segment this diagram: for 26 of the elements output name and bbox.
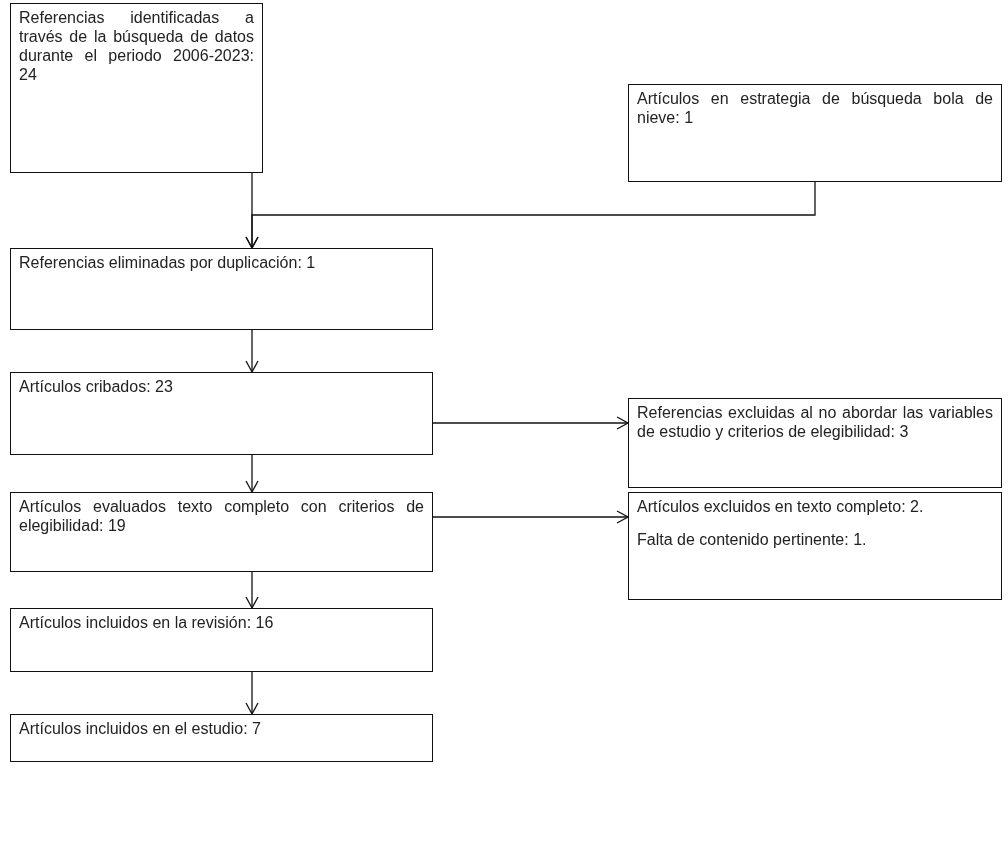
box-text: Referencias eliminadas por duplicación: 1 bbox=[19, 253, 317, 272]
box-text: Referencias identificadas a través de la búsqueda de datos durante el periodo 2006-2023: 24 bbox=[19, 8, 254, 84]
process-box bbox=[628, 84, 1002, 182]
process-box bbox=[628, 398, 1002, 488]
process-box bbox=[10, 248, 433, 330]
process-box bbox=[628, 492, 1002, 600]
box-text: Artículos cribados: 23 bbox=[19, 377, 174, 396]
arrow bbox=[432, 416, 629, 430]
box-text: Artículos incluidos en la revisión: 16 bbox=[19, 613, 275, 632]
arrow bbox=[245, 671, 259, 715]
arrow bbox=[245, 329, 259, 373]
arrow bbox=[432, 510, 629, 524]
box-text: Referencias excluidas al no abordar las variables de estudio y criterios de elegibilidad: 3 bbox=[637, 403, 993, 441]
process-box bbox=[10, 372, 433, 455]
arrow bbox=[245, 454, 259, 493]
box-text: Artículos en estrategia de búsqueda bola de nieve: 1 bbox=[637, 89, 993, 127]
box-text: Artículos excluidos en texto completo: 2. bbox=[637, 497, 925, 516]
process-box bbox=[10, 714, 433, 762]
process-box bbox=[10, 492, 433, 572]
process-box bbox=[10, 3, 263, 173]
process-box bbox=[10, 608, 433, 672]
arrow bbox=[245, 181, 816, 249]
box-text: Artículos evaluados texto completo con criterios de elegibilidad: 19 bbox=[19, 497, 424, 535]
box-text: Artículos incluidos en el estudio: 7 bbox=[19, 719, 262, 738]
box-text: Falta de contenido pertinente: 1. bbox=[637, 530, 868, 549]
arrow bbox=[245, 571, 259, 609]
